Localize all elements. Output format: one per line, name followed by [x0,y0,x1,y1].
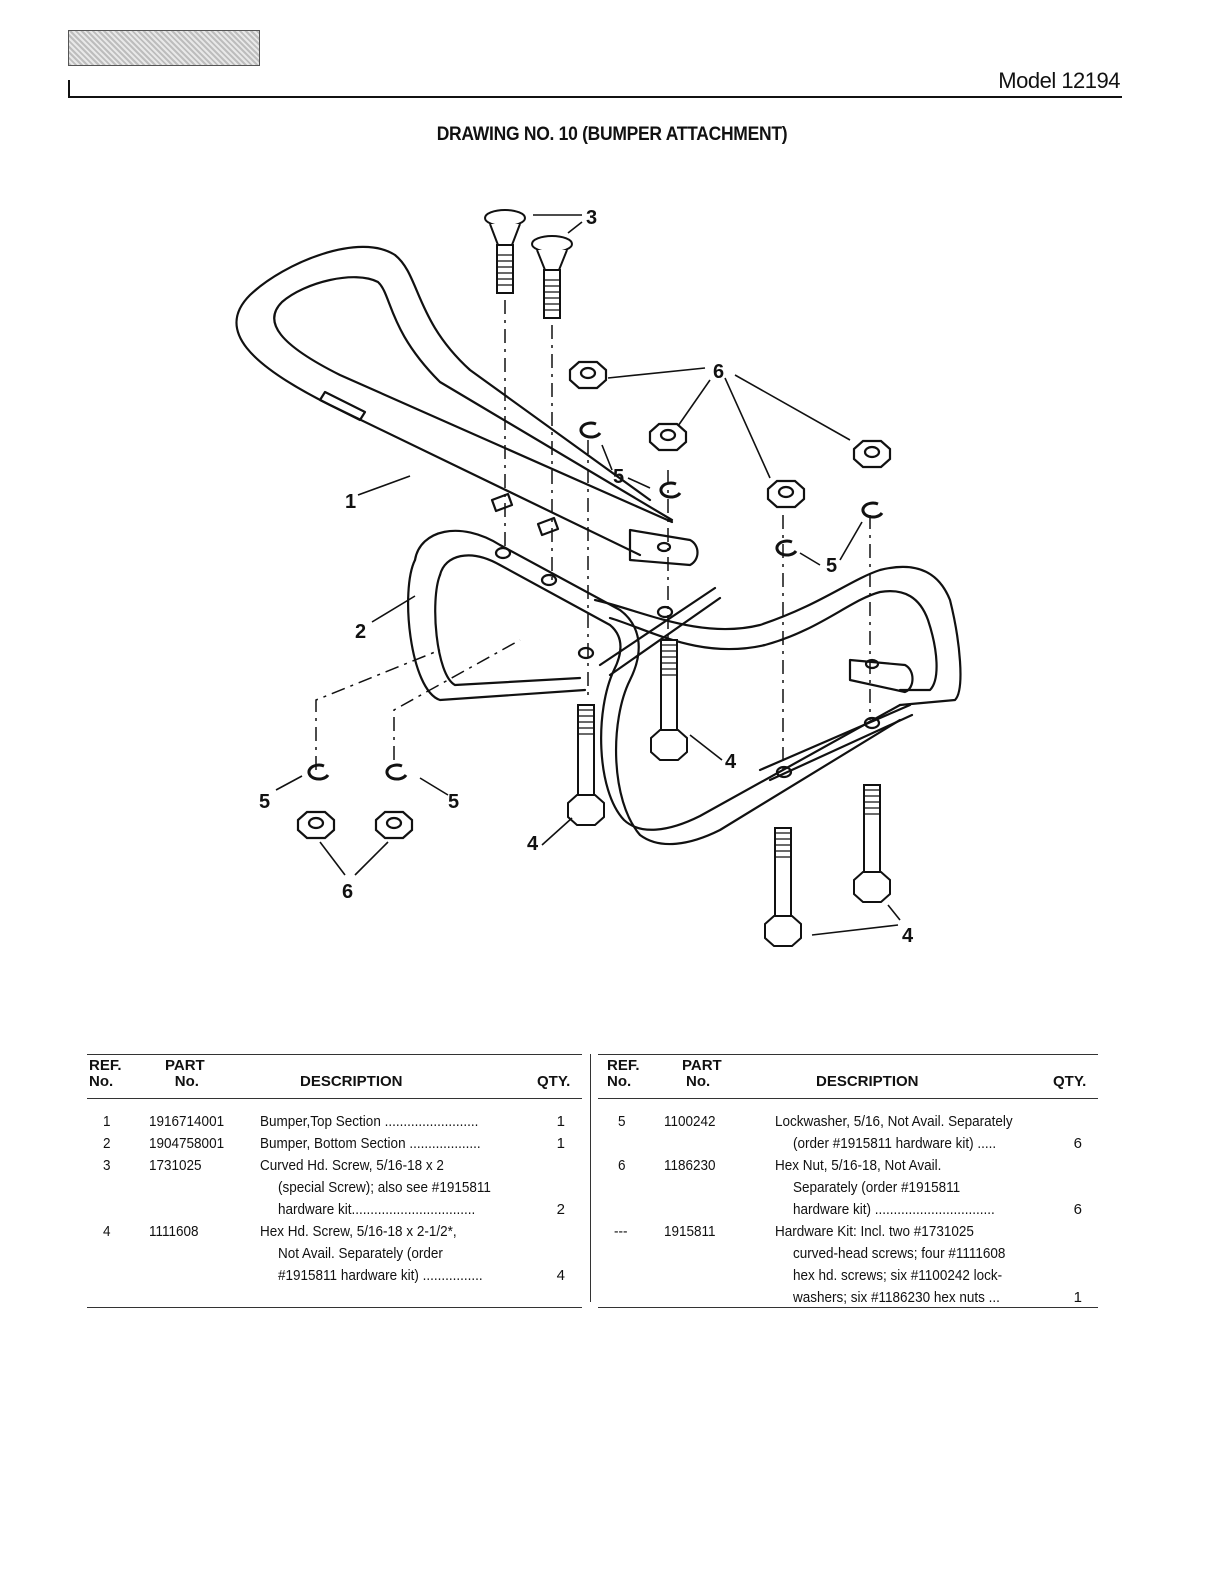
col-ref-header: REF.No. [607,1057,640,1090]
callout-6: 6 [713,361,724,383]
lockwasher [775,539,798,557]
lockwasher [861,501,884,519]
callout-1: 1 [345,491,356,513]
bumper-bottom-section [413,529,902,846]
brand-logo [68,30,260,66]
model-number: Model 12194 [998,68,1120,93]
hex-head-screw [567,704,605,826]
callout-6: 6 [342,881,353,903]
callout-5: 5 [826,555,837,577]
col-ref-header: REF.No. [89,1057,122,1090]
hex-head-screw [764,827,802,947]
lockwasher [385,763,408,781]
header-rule [68,96,1122,98]
callout-3: 3 [586,207,597,229]
callout-2: 2 [355,621,366,643]
lockwasher [579,421,602,439]
hex-head-screw [650,639,688,761]
col-description-header: DESCRIPTION [300,1073,403,1090]
col-qty-header: QTY. [1053,1073,1087,1090]
callout-4: 4 [902,925,914,947]
callout-4: 4 [725,751,737,773]
hex-nut [766,479,806,509]
lockwasher [659,481,682,499]
bumper-top-section [235,245,652,557]
col-description-header: DESCRIPTION [816,1073,919,1090]
lockwasher [307,763,330,781]
callout-5: 5 [259,791,270,813]
hex-nut [296,810,336,840]
hex-nut [852,439,892,469]
col-qty-header: QTY. [537,1073,571,1090]
drawing-title: DRAWING NO. 10 (BUMPER ATTACHMENT) [436,124,788,145]
hex-nut [568,360,608,390]
hex-nut [374,810,414,840]
hex-nut [648,422,688,452]
callout-4: 4 [527,833,539,855]
table-divider [590,1054,591,1302]
callout-5: 5 [448,791,459,813]
header-tick [68,80,70,98]
callout-5: 5 [613,466,624,488]
